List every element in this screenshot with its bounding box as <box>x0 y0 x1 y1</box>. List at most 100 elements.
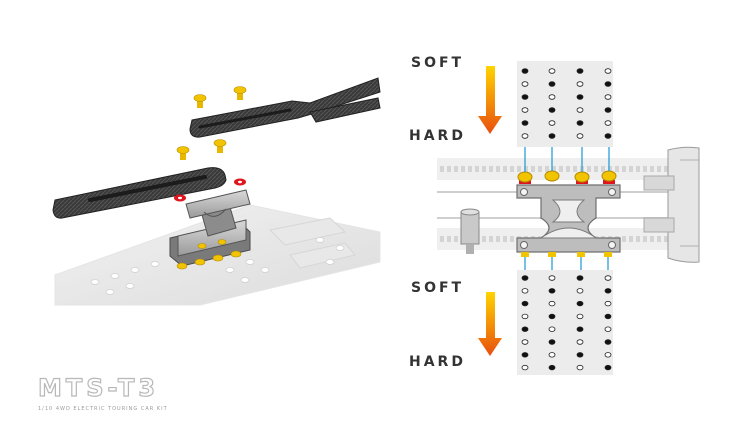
adjustment-hole <box>604 133 612 139</box>
adjustment-hole <box>604 68 612 74</box>
adjustment-hole <box>576 364 584 371</box>
adjustment-hole <box>576 120 584 126</box>
belt-tooth <box>650 166 654 172</box>
adjustment-hole <box>576 339 584 345</box>
down-gradient-arrow <box>478 292 502 356</box>
upper-carbon-plate <box>189 77 381 138</box>
spur-gear <box>667 146 700 263</box>
belt-tooth <box>643 166 647 172</box>
belt-tooth <box>489 236 493 242</box>
gold-screw-icon <box>176 262 188 270</box>
adjustment-hole <box>548 352 556 358</box>
gold-screw-icon <box>213 139 227 154</box>
belt-tooth <box>468 166 472 172</box>
belt-tooth <box>664 166 668 172</box>
bulkhead-front <box>516 170 621 257</box>
adjustment-hole <box>548 339 556 345</box>
belt-tooth <box>510 236 514 242</box>
belt-tooth <box>538 166 542 172</box>
adjustment-hole <box>576 300 584 307</box>
adjustment-hole <box>548 81 556 87</box>
belt-tooth <box>629 236 633 242</box>
belt-tooth <box>573 166 577 172</box>
belt-tooth <box>608 166 612 172</box>
hole-chart-bottom-dots <box>521 275 612 371</box>
belt-tooth <box>489 166 493 172</box>
logo-text: MTS-T3 <box>38 374 159 402</box>
adjustment-hole <box>521 68 529 74</box>
belt-tooth <box>601 166 605 172</box>
belt-tooth <box>454 166 458 172</box>
belt-tooth <box>496 236 500 242</box>
belt-tooth <box>657 236 661 242</box>
belt-tooth <box>531 166 535 172</box>
adjustment-hole <box>521 352 529 358</box>
belt-tooth <box>482 236 486 242</box>
belt-tooth <box>559 166 563 172</box>
adjustment-hole <box>548 364 556 371</box>
belt-tooth <box>636 166 640 172</box>
detail-view: SOFT HARD SOFT HARD <box>409 55 700 375</box>
belt-tooth <box>552 166 556 172</box>
adjustment-hole <box>604 107 612 113</box>
adjustment-hole <box>576 326 584 332</box>
adjustment-hole <box>548 300 556 307</box>
red-washers <box>174 178 246 202</box>
bulkhead-screws-bottom <box>521 252 612 257</box>
gold-screw-icon <box>233 86 247 101</box>
adjustment-hole <box>576 81 584 87</box>
hole-chart-top <box>517 61 613 147</box>
adjustment-hole <box>521 107 529 113</box>
adjustment-hole <box>548 326 556 332</box>
hole-chart-bottom <box>517 270 613 375</box>
adjustment-hole <box>548 68 556 74</box>
gold-screw-icon <box>574 171 590 183</box>
belt-tooth <box>447 166 451 172</box>
guide-lines <box>524 147 610 270</box>
belt-tooth <box>622 166 626 172</box>
gold-screw-icon <box>544 170 560 182</box>
belt-tooth <box>664 236 668 242</box>
belt-tooth <box>482 166 486 172</box>
adjustment-hole <box>576 107 584 113</box>
belt-tooth <box>510 166 514 172</box>
gold-screw-icon <box>193 94 207 109</box>
belt-tooth <box>650 236 654 242</box>
brand-logo: MTS-T3 1/10 4WD ELECTRIC TOURING CAR KIT <box>37 373 168 412</box>
gold-screw-icon <box>604 252 612 257</box>
belt-tooth <box>629 166 633 172</box>
gold-screw-icon <box>194 258 206 266</box>
adjustment-hole <box>576 352 584 358</box>
adjustment-hole <box>548 120 556 126</box>
adjustment-hole <box>521 339 529 345</box>
exploded-view <box>52 77 381 306</box>
hole-chart-top-dots <box>521 68 612 139</box>
gold-screw-icon <box>577 252 585 257</box>
belt-tooth <box>622 236 626 242</box>
aluminium-bulkhead <box>169 189 251 267</box>
upper-carbon-plate-lower-arm <box>309 97 381 123</box>
adjustment-hole <box>604 352 612 358</box>
belt-tooth <box>545 166 549 172</box>
screw-set-bottom <box>176 239 242 270</box>
logo-subtitle: 1/10 4WD ELECTRIC TOURING CAR KIT <box>38 406 168 412</box>
gold-screw-icon <box>197 243 207 249</box>
adjustment-hole <box>604 339 612 345</box>
adjustment-hole <box>521 81 529 87</box>
adjustment-hole <box>604 326 612 332</box>
belt-tooth <box>447 236 451 242</box>
adjustment-hole <box>548 288 556 294</box>
gold-screw-icon <box>548 252 556 257</box>
adjustment-hole <box>521 313 529 320</box>
adjustment-hole <box>604 300 612 307</box>
adjustment-hole <box>604 94 612 100</box>
hard-label-top: HARD <box>409 128 466 144</box>
belt-tooth <box>440 166 444 172</box>
chassis-post <box>460 208 480 254</box>
gold-screw-icon <box>521 252 529 257</box>
belt-tooth <box>496 166 500 172</box>
belt-tooth <box>440 236 444 242</box>
soft-label-top: SOFT <box>411 55 464 71</box>
adjustment-hole <box>521 364 529 371</box>
